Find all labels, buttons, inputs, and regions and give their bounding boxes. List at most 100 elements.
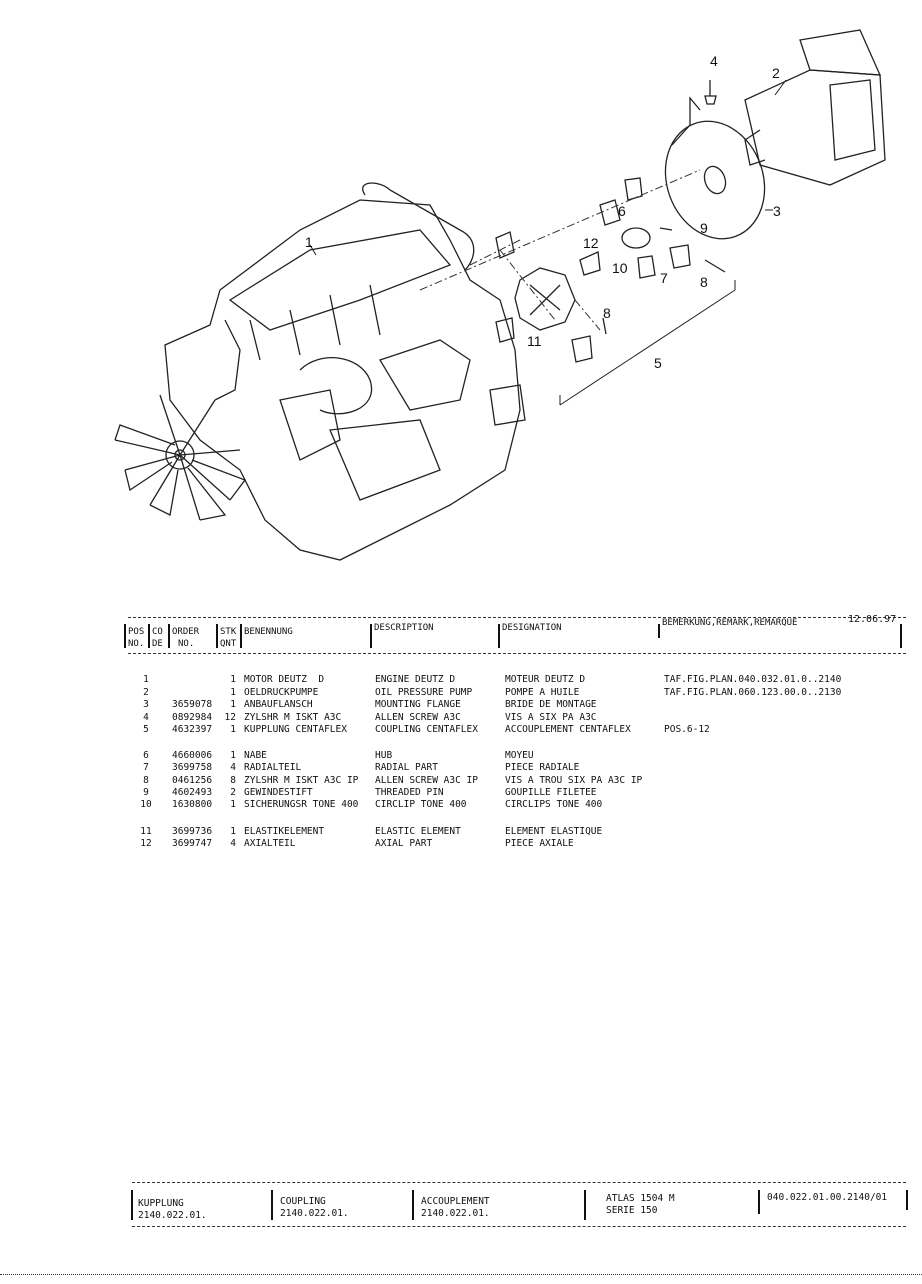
cell-description: ALLEN SCREW A3C IP <box>375 775 478 786</box>
cell-description: RADIAL PART <box>375 762 438 773</box>
cell-description: AXIAL PART <box>375 838 433 849</box>
cell-description: THREADED PIN <box>375 787 444 798</box>
cell-qty: 1 <box>230 826 236 837</box>
header-remark: BEMERKUNG,REMARK,REMARQUE <box>662 618 798 628</box>
cell-qty: 1 <box>230 750 236 761</box>
header-divider <box>148 624 150 648</box>
cell-designation: PIECE AXIALE <box>505 838 574 849</box>
cell-qty: 2 <box>230 787 236 798</box>
cell-qty: 8 <box>230 775 236 786</box>
cell-benennung: ELASTIKELEMENT <box>244 826 325 837</box>
table-header-rule <box>128 653 906 654</box>
cell-order-no: 3699758 <box>172 762 213 773</box>
cell-pos: 8 <box>143 775 149 786</box>
footer-divider <box>584 1190 586 1220</box>
cell-order-no: 3659078 <box>172 699 213 710</box>
cell-order-no: 4660006 <box>172 750 213 761</box>
page-edge-rule <box>0 1274 922 1275</box>
callout-8b: 8 <box>603 305 611 321</box>
cell-benennung: NABE <box>244 750 267 761</box>
cell-description: ALLEN SCREW A3C <box>375 712 461 723</box>
engine-outline <box>164 199 521 561</box>
cell-designation: GOUPILLE FILETEE <box>505 787 597 798</box>
callout-5: 5 <box>654 355 662 371</box>
cell-pos: 5 <box>143 724 149 735</box>
cell-qty: 4 <box>230 838 236 849</box>
header-description: DESCRIPTION <box>374 623 434 633</box>
cell-description: ELASTIC ELEMENT <box>375 826 461 837</box>
cell-pos: 2 <box>143 687 149 698</box>
callout-8a: 8 <box>700 274 708 290</box>
cell-designation: BRIDE DE MONTAGE <box>505 699 597 710</box>
footer-document-number: 040.022.01.00.2140/01 <box>767 1192 888 1203</box>
cell-benennung: ZYLSHR M ISKT A3C <box>244 712 342 723</box>
cell-qty: 1 <box>230 724 236 735</box>
cell-benennung: OELDRUCKPUMPE <box>244 687 319 698</box>
header-divider <box>240 624 242 648</box>
cell-benennung: ANBAUFLANSCH <box>244 699 313 710</box>
header-divider <box>216 624 218 648</box>
callout-9: 9 <box>700 220 708 236</box>
cell-description: ENGINE DEUTZ D <box>375 674 456 685</box>
header-divider <box>370 624 372 648</box>
cell-order-no: 4602493 <box>172 787 213 798</box>
cell-remark: TAF.FIG.PLAN.060.123.00.0..2130 <box>664 687 842 698</box>
table-top-rule <box>128 617 906 618</box>
footer-divider <box>906 1190 908 1210</box>
cell-qty: 1 <box>230 674 236 685</box>
callout-11: 11 <box>527 333 542 349</box>
footer-top-rule <box>132 1182 906 1183</box>
callout-7: 7 <box>660 270 668 286</box>
cell-order-no: 1630800 <box>172 799 213 810</box>
callout-12: 12 <box>583 235 599 251</box>
header-divider <box>498 624 500 648</box>
cell-order-no: 0892984 <box>172 712 213 723</box>
header-divider <box>168 624 170 648</box>
cell-benennung: KUPPLUNG CENTAFLEX <box>244 724 347 735</box>
callout-1: 1 <box>305 234 313 250</box>
cell-designation: VIS A SIX PA A3C <box>505 712 597 723</box>
footer-divider <box>131 1190 133 1220</box>
cell-pos: 12 <box>140 838 152 849</box>
cell-benennung: RADIALTEIL <box>244 762 302 773</box>
cell-designation: ELEMENT ELASTIQUE <box>505 826 603 837</box>
callout-3: 3 <box>773 203 781 219</box>
cell-order-no: 4632397 <box>172 724 213 735</box>
cell-pos: 3 <box>143 699 149 710</box>
header-benennung: BENENNUNG <box>244 627 293 637</box>
cell-order-no: 3699736 <box>172 826 213 837</box>
cell-designation: VIS A TROU SIX PA A3C IP <box>505 775 643 786</box>
cell-pos: 7 <box>143 762 149 773</box>
exploded-view-drawing: 1 2 3 4 5 6 7 8 8 9 10 11 12 <box>114 29 886 561</box>
cell-pos: 10 <box>140 799 152 810</box>
cell-pos: 11 <box>140 826 152 837</box>
cell-designation: ACCOUPLEMENT CENTAFLEX <box>505 724 631 735</box>
header-divider <box>658 624 660 638</box>
footer-divider <box>271 1190 273 1220</box>
cell-pos: 6 <box>143 750 149 761</box>
cell-benennung: ZYLSHR M ISKT A3C IP <box>244 775 359 786</box>
callout-6: 6 <box>618 203 626 219</box>
callout-4: 4 <box>710 53 718 69</box>
cell-description: HUB <box>375 750 393 761</box>
cell-description: COUPLING CENTAFLEX <box>375 724 478 735</box>
cell-qty: 1 <box>230 699 236 710</box>
cell-qty: 4 <box>230 762 236 773</box>
header-designation: DESIGNATION <box>502 623 562 633</box>
cell-order-no: 3699747 <box>172 838 213 849</box>
callout-2: 2 <box>772 65 780 81</box>
cell-pos: 9 <box>143 787 149 798</box>
cell-qty: 12 <box>224 712 236 723</box>
table-date: 12.06.97 <box>848 614 897 625</box>
callout-10: 10 <box>612 260 628 276</box>
footer-bottom-rule <box>132 1226 906 1227</box>
cell-benennung: GEWINDESTIFT <box>244 787 313 798</box>
cell-order-no: 0461256 <box>172 775 213 786</box>
footer-divider <box>758 1190 760 1214</box>
